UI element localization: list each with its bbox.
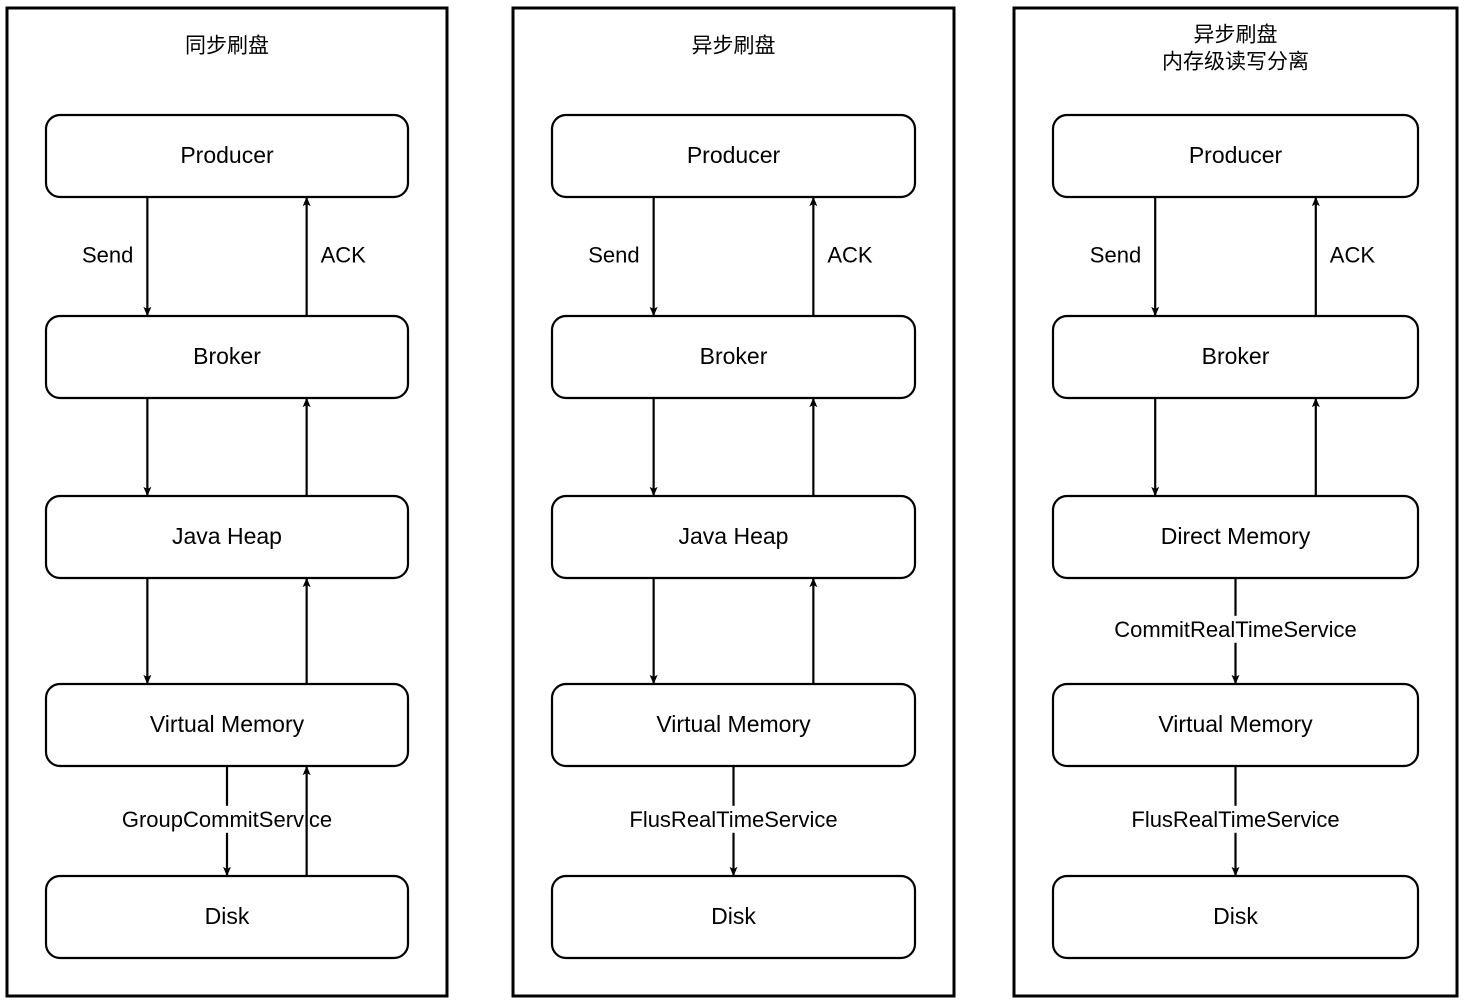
edge-broker-to-producer: ACK bbox=[1311, 196, 1376, 316]
node-label-direct-memory: Direct Memory bbox=[1161, 523, 1311, 549]
edge-virtual-memory-to-disk: FlusRealTimeService bbox=[1127, 766, 1344, 877]
panel-title-line: 内存级读写分离 bbox=[1162, 51, 1309, 74]
edge-label-broker-to-producer: ACK bbox=[827, 242, 873, 267]
node-label-java-heap: Java Heap bbox=[679, 523, 789, 549]
panel-title-line: 异步刷盘 bbox=[692, 35, 776, 58]
edge-producer-to-broker: Send bbox=[1090, 197, 1160, 317]
edge-broker-to-producer: ACK bbox=[809, 196, 873, 316]
node-box-java-heap[interactable] bbox=[550, 494, 917, 580]
node-label-virtual-memory: Virtual Memory bbox=[656, 711, 811, 737]
edge-virtual-memory-to-disk: FlusRealTimeService bbox=[625, 766, 842, 877]
edge-label-virtual-memory-to-disk: GroupCommitService bbox=[122, 807, 332, 832]
edge-label-direct-memory-to-virtual-memory: CommitRealTimeService bbox=[1114, 617, 1356, 642]
node-label-broker: Broker bbox=[700, 343, 768, 369]
edge-producer-to-broker: Send bbox=[82, 197, 152, 317]
node-label-producer: Producer bbox=[180, 142, 274, 168]
node-label-disk: Disk bbox=[205, 903, 250, 929]
node-label-disk: Disk bbox=[711, 903, 756, 929]
edge-label-broker-to-producer: ACK bbox=[1330, 242, 1376, 267]
edge-label-broker-to-producer: ACK bbox=[321, 242, 367, 267]
edge-label-producer-to-broker: Send bbox=[1090, 242, 1141, 267]
node-label-virtual-memory: Virtual Memory bbox=[1158, 711, 1313, 737]
edge-direct-memory-to-virtual-memory: CommitRealTimeService bbox=[1110, 578, 1361, 685]
edge-label-backdrop bbox=[625, 805, 842, 833]
edge-label-producer-to-broker: Send bbox=[82, 242, 133, 267]
node-label-disk: Disk bbox=[1213, 903, 1258, 929]
edge-label-virtual-memory-to-disk: FlusRealTimeService bbox=[1131, 807, 1339, 832]
node-label-producer: Producer bbox=[1189, 142, 1283, 168]
edge-label-backdrop bbox=[117, 805, 337, 833]
node-box-java-heap[interactable] bbox=[44, 494, 410, 580]
node-label-broker: Broker bbox=[193, 343, 261, 369]
edge-label-backdrop bbox=[1127, 805, 1344, 833]
node-box-producer[interactable] bbox=[44, 113, 410, 199]
node-label-producer: Producer bbox=[687, 142, 781, 168]
node-box-broker[interactable] bbox=[44, 314, 410, 400]
edge-label-producer-to-broker: Send bbox=[588, 242, 639, 267]
node-label-broker: Broker bbox=[1202, 343, 1270, 369]
panel-title-line: 异步刷盘 bbox=[1194, 24, 1278, 47]
edge-label-backdrop bbox=[1110, 615, 1361, 643]
node-box-producer[interactable] bbox=[550, 113, 917, 199]
edge-producer-to-broker: Send bbox=[588, 197, 658, 317]
edge-broker-to-producer: ACK bbox=[302, 196, 367, 316]
node-box-broker[interactable] bbox=[550, 314, 917, 400]
node-box-producer[interactable] bbox=[1051, 113, 1420, 199]
node-label-virtual-memory: Virtual Memory bbox=[150, 711, 305, 737]
edge-label-virtual-memory-to-disk: FlusRealTimeService bbox=[629, 807, 837, 832]
node-label-java-heap: Java Heap bbox=[172, 523, 282, 549]
node-box-broker[interactable] bbox=[1051, 314, 1420, 400]
edge-virtual-memory-to-disk: GroupCommitService bbox=[117, 766, 337, 877]
panel-title-line: 同步刷盘 bbox=[185, 35, 269, 58]
